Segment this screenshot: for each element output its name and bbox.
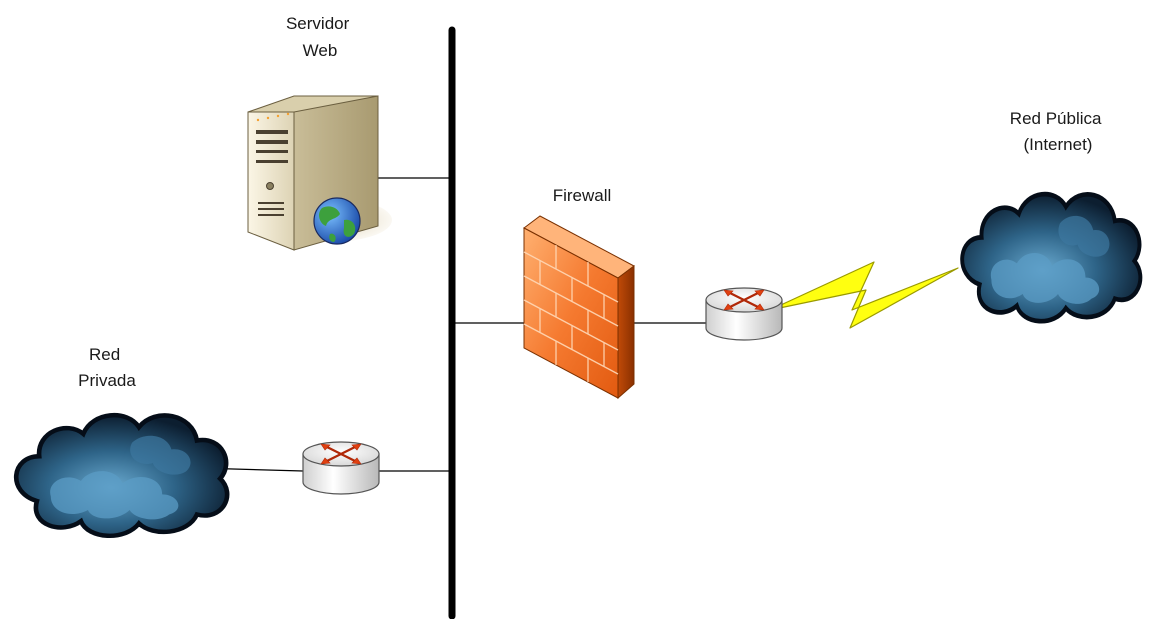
cloud-icon [16, 415, 227, 536]
lightning-icon [769, 261, 959, 329]
firewall-label: Firewall [553, 186, 612, 205]
cloud-icon [962, 194, 1140, 321]
globe-icon [313, 197, 361, 245]
router-icon [301, 440, 381, 496]
public-network-label: Red Pública (Internet) [1010, 109, 1106, 154]
firewall-icon [523, 215, 635, 400]
router-icon [704, 286, 784, 342]
private-network-label: Red Privada [78, 345, 136, 390]
web-server-label: Servidor Web [286, 14, 354, 60]
